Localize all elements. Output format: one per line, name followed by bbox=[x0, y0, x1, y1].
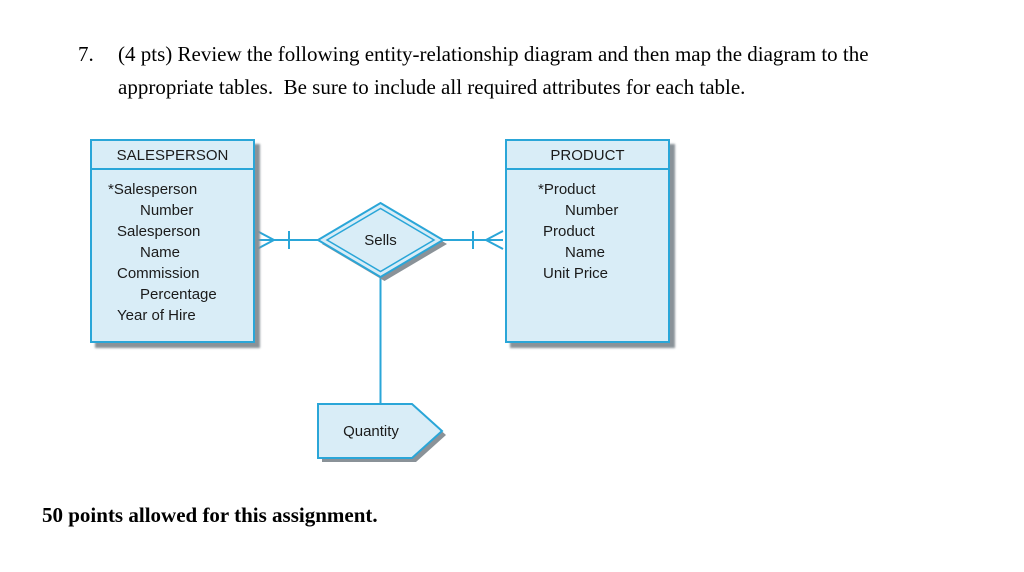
question-block: 7. (4 pts) Review the following entity-r… bbox=[78, 38, 869, 104]
entity-salesperson: SALESPERSON *Salesperson Number Salesper… bbox=[90, 139, 255, 343]
intersection-data-label: Quantity bbox=[343, 423, 399, 440]
attribute-line: Number bbox=[140, 202, 194, 219]
connector-salesperson-sells bbox=[256, 230, 318, 250]
attribute-list: *Salesperson Number Salesperson Name Com… bbox=[92, 170, 253, 326]
entity-title: SALESPERSON bbox=[92, 141, 253, 170]
attribute-line: Number bbox=[565, 202, 619, 219]
entity-product: PRODUCT *Product Number Product Name Uni… bbox=[505, 139, 670, 343]
entity-title: PRODUCT bbox=[507, 141, 668, 170]
points-note: 50 points allowed for this assignment. bbox=[42, 503, 378, 527]
question-text: (4 pts) Review the following entity-rela… bbox=[118, 38, 869, 104]
attribute-list: *Product Number Product Name Unit Price bbox=[507, 170, 668, 284]
question-line: (4 pts) Review the following entity-rela… bbox=[118, 42, 869, 66]
relationship-diamond-inner-line bbox=[325, 207, 436, 273]
crow-foot-icon bbox=[256, 230, 275, 250]
connector-sells-product bbox=[443, 230, 504, 250]
question-number: 7. bbox=[78, 42, 94, 66]
attribute-line: Percentage bbox=[140, 286, 217, 303]
attribute-line: Commission bbox=[117, 265, 200, 282]
crow-foot-icon bbox=[485, 230, 504, 250]
relationship-diamond bbox=[316, 201, 445, 279]
attribute-line: *Product bbox=[538, 181, 596, 198]
attribute-line: Name bbox=[140, 244, 181, 261]
quantity-pentagon bbox=[317, 403, 444, 459]
attribute-line: *Salesperson bbox=[108, 181, 198, 198]
attribute-line: Year of Hire bbox=[117, 307, 196, 324]
relationship-label: Sells bbox=[364, 232, 397, 249]
attribute-line: Salesperson bbox=[117, 223, 201, 240]
question-line: appropriate tables. Be sure to include a… bbox=[118, 75, 746, 99]
attribute-line: Name bbox=[565, 244, 606, 261]
attribute-line: Unit Price bbox=[543, 265, 609, 282]
attribute-line: Product bbox=[543, 223, 595, 240]
